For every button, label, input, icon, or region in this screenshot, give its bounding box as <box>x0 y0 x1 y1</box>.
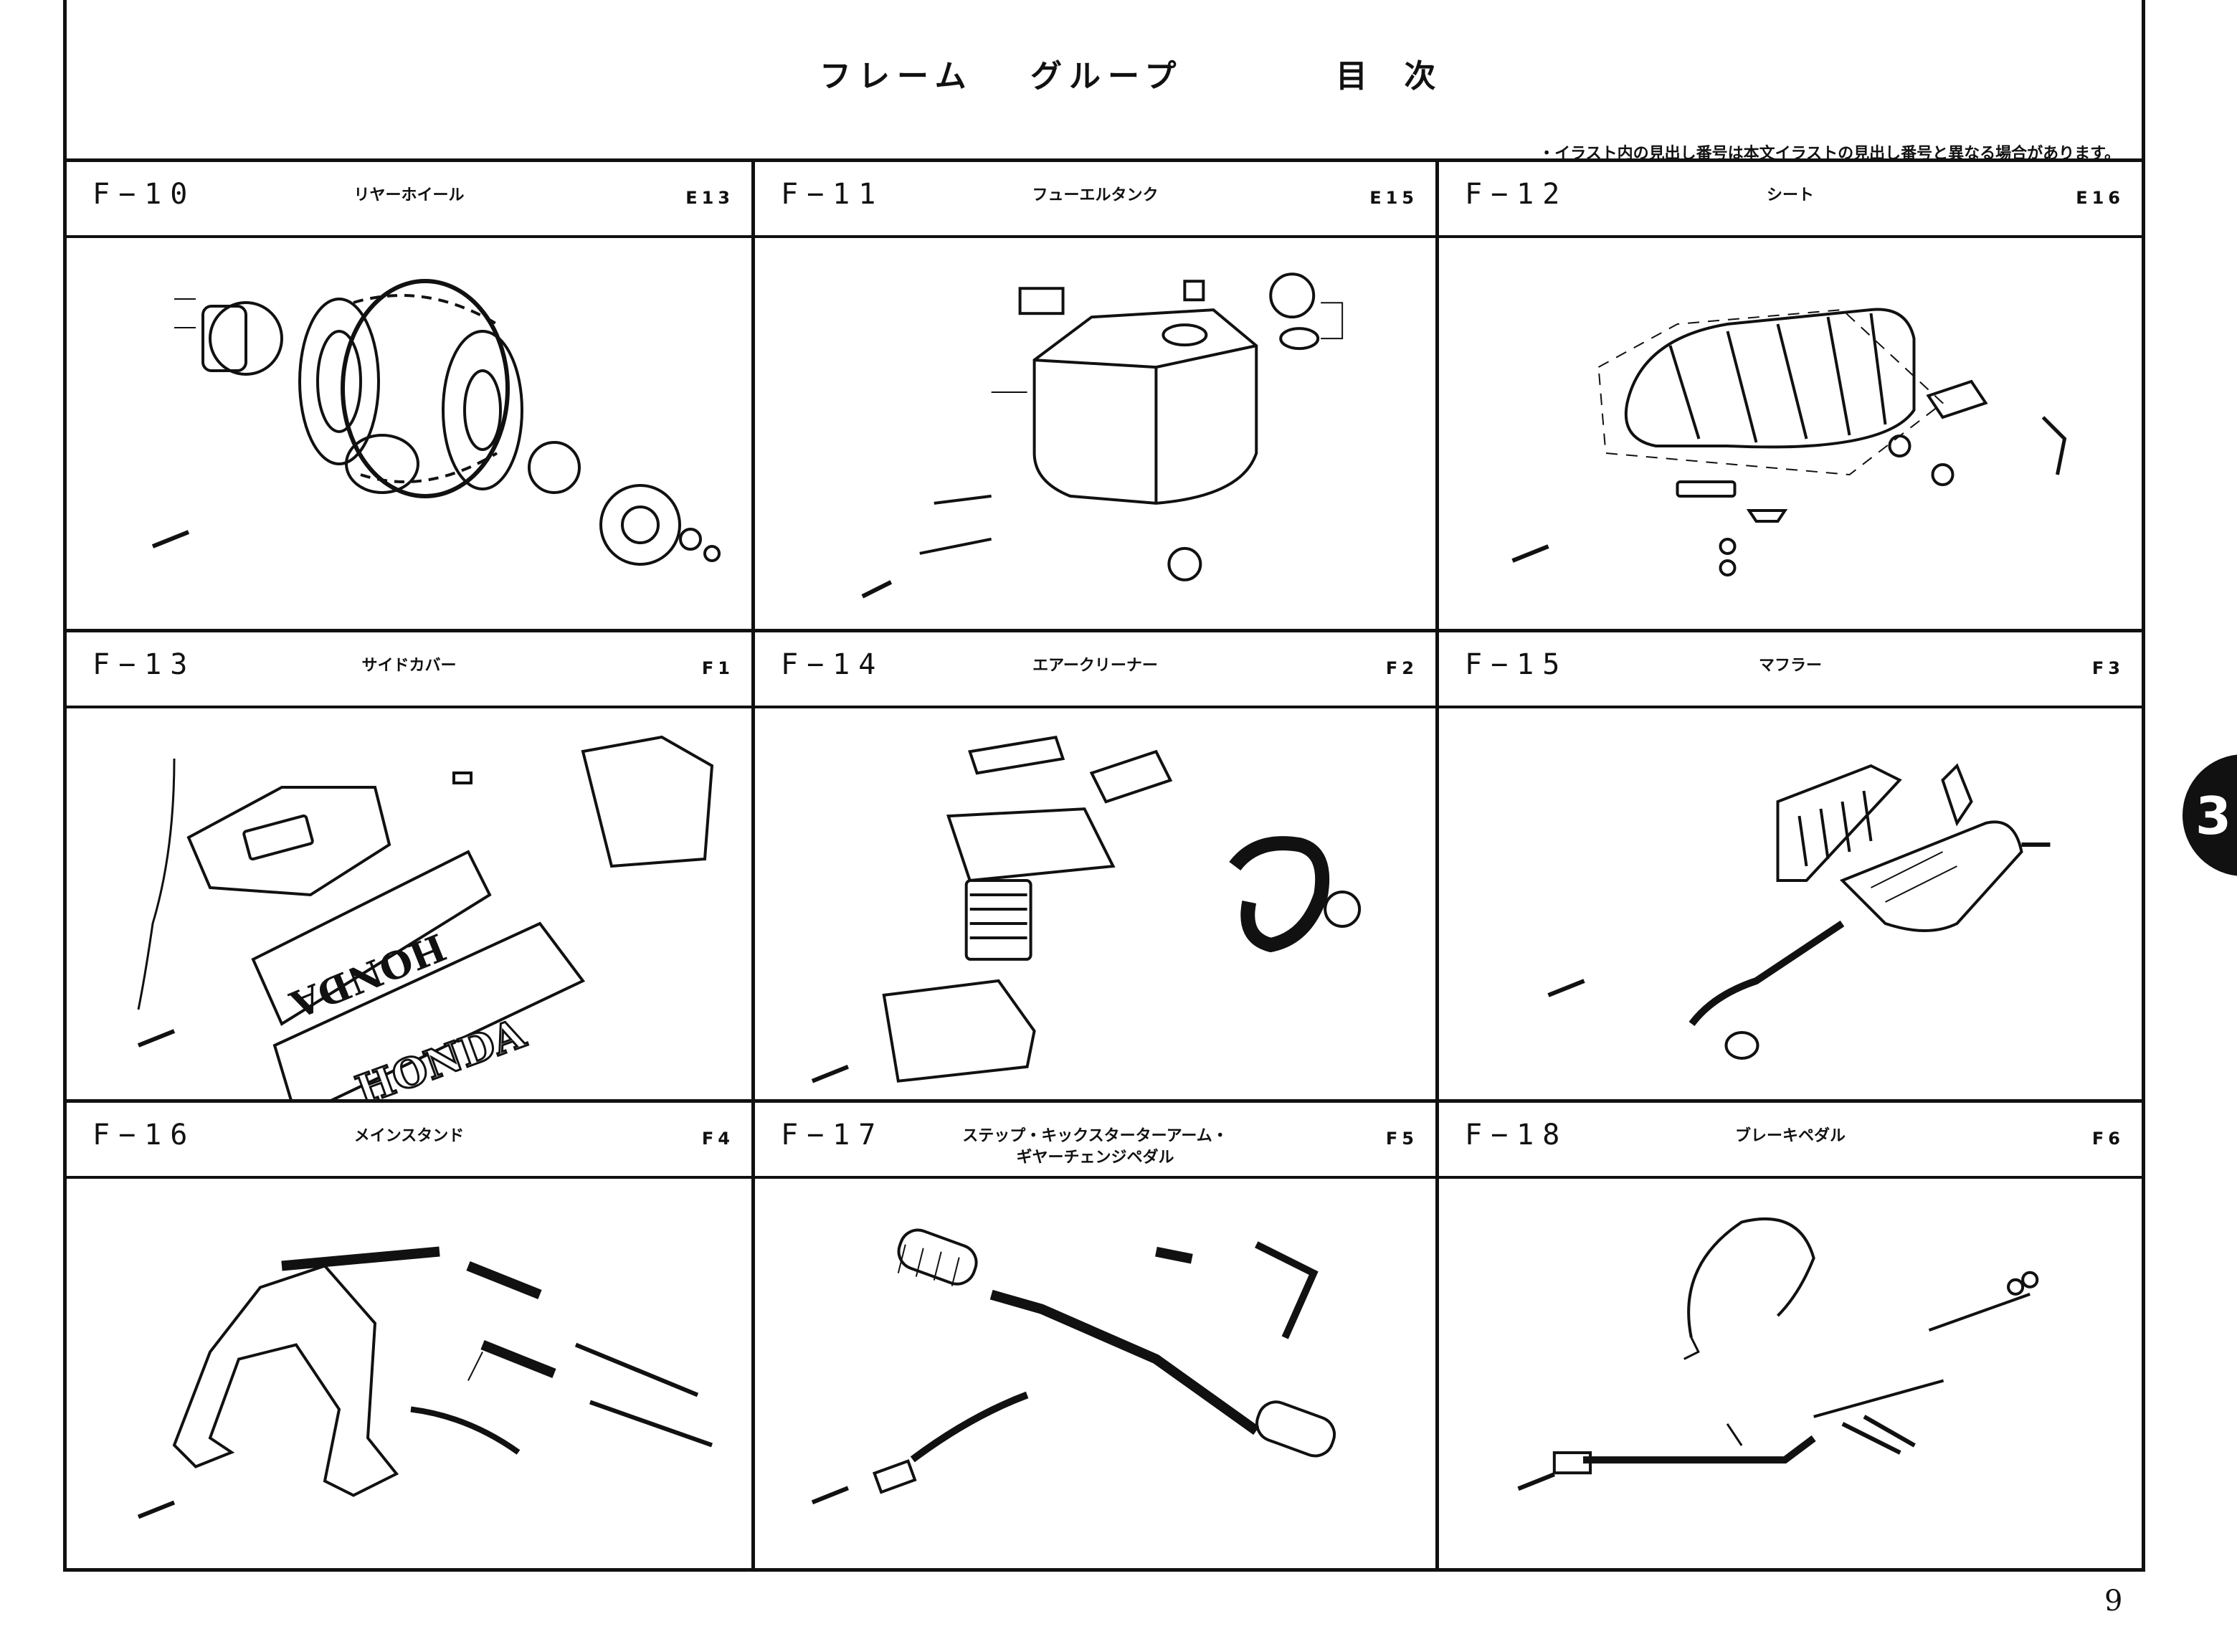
section-f16[interactable]: F−16 メインスタンド F4 <box>67 1103 755 1572</box>
brake-pedal-illustration <box>1439 1179 2142 1572</box>
section-tab-number: 3 <box>2195 786 2232 846</box>
section-grid: F−10 リヤーホイール E13 <box>67 162 2142 1572</box>
side-cover-illustration: HONDA HONDA <box>67 708 751 1099</box>
section-tab: 3 <box>2183 754 2237 876</box>
section-ref: F6 <box>2091 1129 2124 1149</box>
section-code: F−15 <box>1465 648 1569 681</box>
section-name: ブレーキペダル <box>1734 1127 1846 1145</box>
section-name: ステップ・キックスターターアーム・ ギヤーチェンジペダル <box>962 1127 1228 1167</box>
seat-illustration <box>1439 238 2142 629</box>
section-code: F−18 <box>1465 1119 1569 1152</box>
section-header: F−14 エアークリーナー F2 <box>755 632 1435 708</box>
section-name: メインスタンド <box>353 1127 465 1145</box>
section-ref: E15 <box>1369 188 1418 208</box>
section-code: F−17 <box>781 1119 885 1152</box>
section-name: サイドカバー <box>361 657 457 675</box>
page-header: フレーム グループ 目 次 ・イラスト内の見出し番号は本文イラストの見出し番号と… <box>67 0 2142 163</box>
section-code: F−11 <box>781 178 885 211</box>
section-name: フューエルタンク <box>1032 186 1159 204</box>
section-ref: F3 <box>2091 658 2124 678</box>
section-name: リヤーホイール <box>353 186 465 204</box>
section-name: マフラー <box>1758 657 1822 675</box>
section-code: F−14 <box>781 648 885 681</box>
section-header: F−17 ステップ・キックスターターアーム・ ギヤーチェンジペダル F5 <box>755 1103 1435 1179</box>
section-f12[interactable]: F−12 シート E16 <box>1439 162 2142 632</box>
rear-wheel-illustration <box>67 238 751 629</box>
group-title: フレーム グループ <box>820 58 1184 95</box>
fuel-tank-illustration <box>755 238 1435 629</box>
step-kick-starter-illustration <box>755 1179 1435 1572</box>
section-ref: E13 <box>685 188 734 208</box>
parts-catalog-frame: フレーム グループ 目 次 ・イラスト内の見出し番号は本文イラストの見出し番号と… <box>63 0 2145 1572</box>
section-header: F−10 リヤーホイール E13 <box>67 162 751 238</box>
section-header: F−13 サイドカバー F1 <box>67 632 751 708</box>
section-header: F−16 メインスタンド F4 <box>67 1103 751 1179</box>
section-f14[interactable]: F−14 エアークリーナー F2 <box>755 632 1439 1103</box>
section-name: エアークリーナー <box>1032 657 1158 675</box>
section-header: F−11 フューエルタンク E15 <box>755 162 1435 238</box>
toc-label: 目 次 <box>1336 58 1449 95</box>
section-ref: E16 <box>2076 188 2124 208</box>
section-f13[interactable]: F−13 サイドカバー F1 HONDA HONDA <box>67 632 755 1103</box>
illustration-note: ・イラスト内の見出し番号は本文イラストの見出し番号と異なる場合があります。 <box>1539 145 2120 163</box>
section-code: F−16 <box>92 1119 196 1152</box>
muffler-illustration <box>1439 708 2142 1099</box>
section-name: シート <box>1766 186 1814 204</box>
section-code: F−10 <box>92 178 196 211</box>
section-ref: F5 <box>1385 1129 1418 1149</box>
section-f18[interactable]: F−18 ブレーキペダル F6 <box>1439 1103 2142 1572</box>
section-f10[interactable]: F−10 リヤーホイール E13 <box>67 162 755 632</box>
section-header: F−12 シート E16 <box>1439 162 2142 238</box>
section-ref: F1 <box>701 658 734 678</box>
section-header: F−15 マフラー F3 <box>1439 632 2142 708</box>
section-code: F−12 <box>1465 178 1569 211</box>
section-ref: F2 <box>1385 658 1418 678</box>
page-number: 9 <box>2104 1585 2123 1618</box>
section-f17[interactable]: F−17 ステップ・キックスターターアーム・ ギヤーチェンジペダル F5 <box>755 1103 1439 1572</box>
section-f11[interactable]: F−11 フューエルタンク E15 <box>755 162 1439 632</box>
section-code: F−13 <box>92 648 196 681</box>
section-f15[interactable]: F−15 マフラー F3 <box>1439 632 2142 1103</box>
section-header: F−18 ブレーキペダル F6 <box>1439 1103 2142 1179</box>
section-ref: F4 <box>701 1129 734 1149</box>
air-cleaner-illustration <box>755 708 1435 1099</box>
main-stand-illustration <box>67 1179 751 1572</box>
svg-text:HONDA: HONDA <box>350 1010 532 1099</box>
